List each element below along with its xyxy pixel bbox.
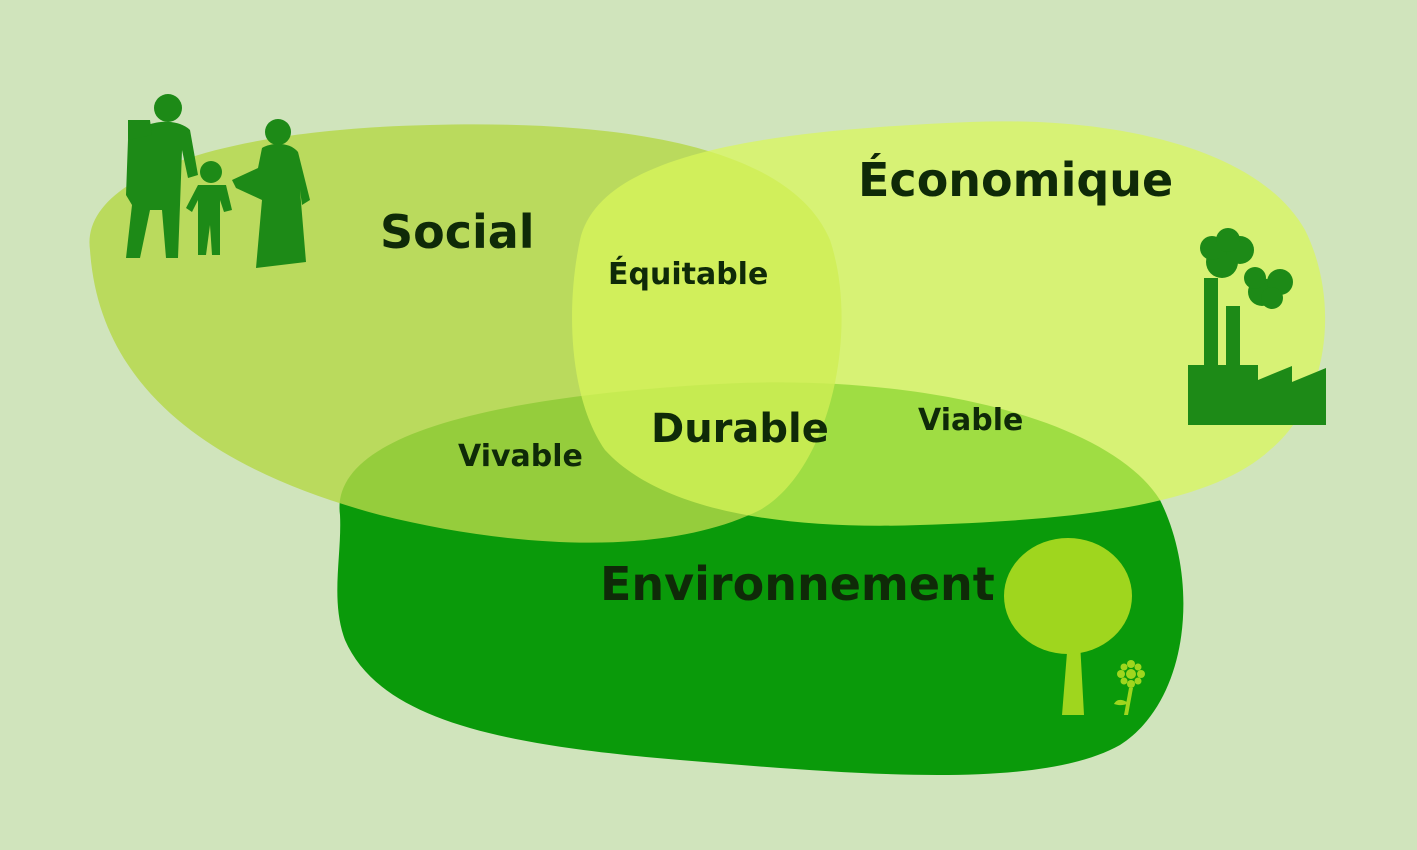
social-label: Social xyxy=(380,205,535,259)
equitable-label: Équitable xyxy=(608,256,768,292)
vivable-label: Vivable xyxy=(458,439,583,474)
economique-blob xyxy=(572,121,1326,526)
flower-icon xyxy=(1114,660,1145,715)
factory-icon xyxy=(1188,228,1326,425)
tree-icon xyxy=(1004,538,1132,715)
family-icon xyxy=(126,94,310,268)
economique-label: Économique xyxy=(858,153,1173,207)
durable-label: Durable xyxy=(651,406,829,452)
environnement-label: Environnement xyxy=(600,557,995,611)
viable-label: Viable xyxy=(918,403,1023,438)
